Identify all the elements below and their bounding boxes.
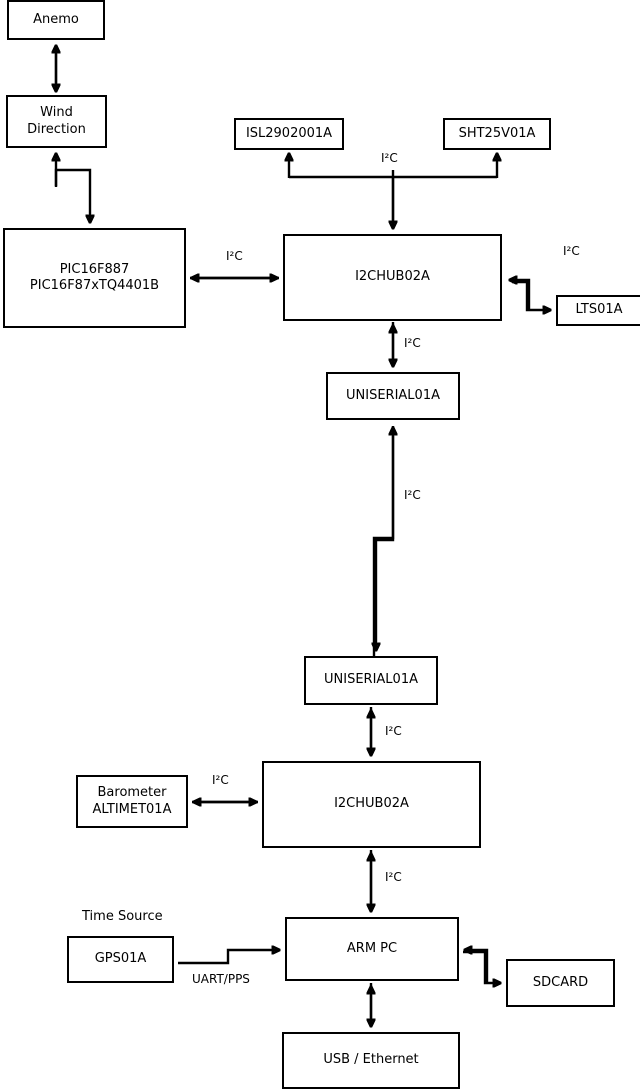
wire-sdcard-to-armpc	[465, 950, 489, 983]
node-wind-direction[interactable]: Wind Direction	[6, 95, 107, 148]
node-uniserial01a-bottom-label: UNISERIAL01A	[324, 672, 418, 688]
node-pic-mcu[interactable]: PIC16F887 PIC16F87xTQ4401B	[3, 228, 186, 328]
wire-lts-to-hub	[510, 280, 531, 310]
node-pic-mcu-label: PIC16F887 PIC16F87xTQ4401B	[29, 261, 160, 293]
node-usb-ethernet[interactable]: USB / Ethernet	[282, 1032, 460, 1089]
wire-pic-to-wind	[54, 168, 90, 222]
label-time-source: Time Source	[82, 909, 163, 924]
node-anemo-label: Anemo	[33, 11, 79, 27]
node-gps01a[interactable]: GPS01A	[67, 936, 174, 983]
node-barometer-altimet01a[interactable]: Barometer ALTIMET01A	[76, 775, 188, 828]
edge-label-uniserial-link: I²C	[404, 488, 421, 502]
node-uniserial01a-top[interactable]: UNISERIAL01A	[326, 372, 460, 420]
edge-label-isl-sht-bus: I²C	[381, 151, 398, 165]
node-lts01a[interactable]: LTS01A	[556, 295, 640, 326]
node-i2chub02a-top-label: I2CHUB02A	[355, 269, 430, 285]
node-sht25v01a-label: SHT25V01A	[458, 125, 536, 141]
node-uniserial01a-top-label: UNISERIAL01A	[346, 387, 440, 403]
edge-label-uniserial-hub-bottom: I²C	[385, 724, 402, 738]
node-arm-pc-label: ARM PC	[346, 940, 398, 956]
node-usb-ethernet-label: USB / Ethernet	[323, 1052, 419, 1068]
edge-label-hub-armpc: I²C	[385, 870, 402, 884]
edge-label-gps-armpc: UART/PPS	[192, 972, 250, 986]
node-anemo[interactable]: Anemo	[7, 0, 105, 40]
node-sdcard-label: SDCARD	[532, 974, 589, 990]
node-i2chub02a-bottom[interactable]: I2CHUB02A	[262, 761, 481, 848]
node-isl2902001a-label: ISL2902001A	[245, 125, 333, 141]
wire-gps-to-armpc	[178, 950, 279, 965]
node-sht25v01a[interactable]: SHT25V01A	[443, 118, 551, 150]
node-wind-direction-label: Wind Direction	[27, 105, 86, 137]
wire-armpc-to-sdcard	[463, 950, 500, 983]
node-lts01a-label: LTS01A	[575, 302, 623, 318]
wire-hub-to-lts	[512, 280, 550, 310]
node-i2chub02a-top[interactable]: I2CHUB02A	[283, 234, 502, 321]
node-gps01a-label: GPS01A	[94, 951, 147, 967]
node-sdcard[interactable]: SDCARD	[506, 959, 615, 1007]
wire-uniserial-link-down	[376, 426, 395, 650]
node-i2chub02a-bottom-label: I2CHUB02A	[334, 796, 409, 812]
edge-label-pic-hub: I²C	[226, 249, 243, 263]
node-uniserial01a-bottom[interactable]: UNISERIAL01A	[304, 656, 438, 705]
edge-label-hub-uniserial: I²C	[404, 336, 421, 350]
node-arm-pc[interactable]: ARM PC	[285, 917, 459, 981]
node-barometer-altimet01a-label: Barometer ALTIMET01A	[92, 785, 172, 817]
node-isl2902001a[interactable]: ISL2902001A	[234, 118, 344, 150]
edge-label-barometer-hub: I²C	[212, 773, 229, 787]
edge-label-hub-lts: I²C	[563, 244, 580, 258]
